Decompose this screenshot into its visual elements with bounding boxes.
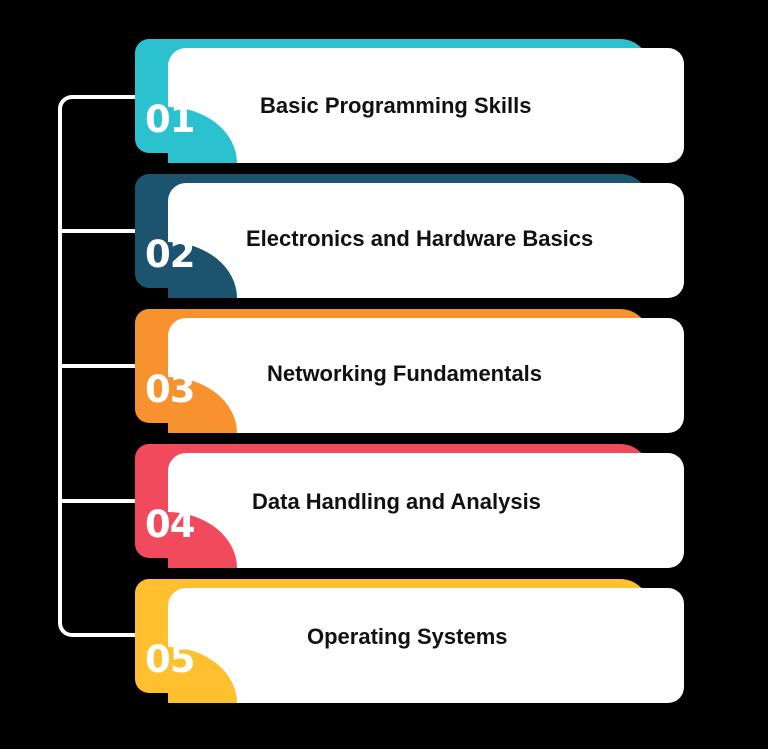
connector-branch-04 <box>60 499 136 503</box>
step-05: 05 Operating Systems <box>0 579 768 704</box>
step-01-number: 01 <box>145 98 195 141</box>
step-02-number: 02 <box>145 233 195 276</box>
step-01-card <box>168 48 684 163</box>
step-05-number: 05 <box>145 638 195 681</box>
step-02: 02 Electronics and Hardware Basics <box>0 174 768 299</box>
connector-branch-03 <box>60 364 136 368</box>
step-04: 04 Data Handling and Analysis <box>0 444 768 569</box>
step-03-label: Networking Fundamentals <box>267 361 543 386</box>
step-04-card <box>168 453 684 568</box>
step-03-card <box>168 318 684 433</box>
step-01-label: Basic Programming Skills <box>260 93 532 118</box>
step-03: 03 Networking Fundamentals <box>0 309 768 434</box>
step-04-number: 04 <box>145 503 195 546</box>
step-02-card <box>168 183 684 298</box>
connector-branch-02 <box>60 229 136 233</box>
step-05-card <box>168 588 684 703</box>
step-04-label: Data Handling and Analysis <box>252 489 541 514</box>
step-05-label: Operating Systems <box>307 624 508 649</box>
step-03-number: 03 <box>145 368 195 411</box>
step-02-label: Electronics and Hardware Basics <box>246 226 594 251</box>
step-01: 01 Basic Programming Skills <box>0 39 768 164</box>
